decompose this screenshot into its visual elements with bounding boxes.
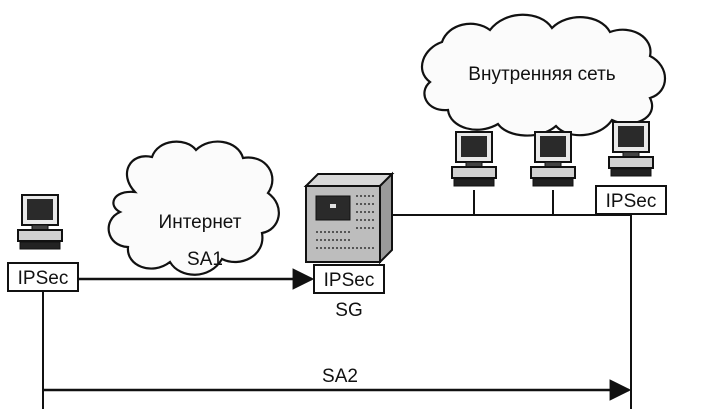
sa1-label: SA1 <box>187 249 223 270</box>
gateway-name-label: SG <box>335 300 362 321</box>
internal-host-computer <box>451 131 497 187</box>
remote-host-ipsec-box: IPSec <box>7 262 79 292</box>
internal-network-label: Внутренняя сеть <box>468 64 615 85</box>
ipsec-internal-host-computer <box>608 121 654 177</box>
sa2-label: SA2 <box>322 366 358 387</box>
cloud-icon <box>107 140 280 276</box>
computer-icon <box>451 131 497 187</box>
remote-host-ipsec-label: IPSec <box>18 268 69 289</box>
computer-icon <box>608 121 654 177</box>
internal-host-computer <box>530 131 576 187</box>
security-gateway-server: IPSec SG <box>303 171 395 321</box>
internet-label: Интернет <box>159 212 242 233</box>
internet-cloud: Интернет SA1 <box>107 140 280 276</box>
remote-host-computer <box>17 194 63 250</box>
gateway-ipsec-label: IPSec <box>324 270 375 291</box>
internal-host-ipsec-label: IPSec <box>606 191 657 212</box>
internal-network-cloud: Внутренняя сеть <box>420 13 666 137</box>
cloud-icon <box>420 13 666 137</box>
computer-icon <box>17 194 63 250</box>
internal-host-ipsec-box: IPSec <box>595 185 667 215</box>
server-icon <box>303 171 395 265</box>
computer-icon <box>530 131 576 187</box>
